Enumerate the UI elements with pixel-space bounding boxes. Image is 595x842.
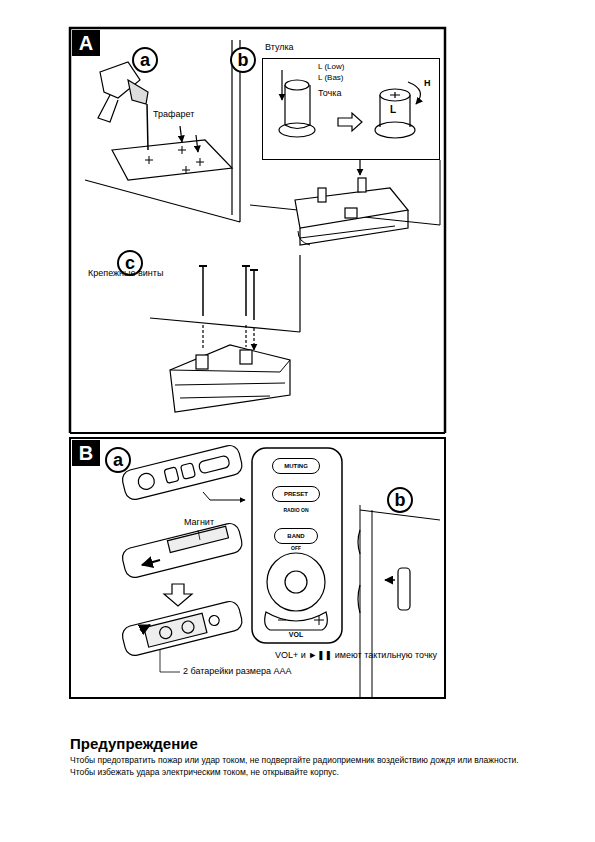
node-label: b <box>238 50 249 71</box>
drawing <box>70 28 445 698</box>
inset-heading: Втулка <box>265 42 294 52</box>
heading: Предупреждение <box>70 735 198 752</box>
part-label: Крепежные винты <box>88 268 168 278</box>
node-label: a <box>113 450 123 471</box>
button-label: OFF <box>286 546 306 552</box>
part-label: Магнит <box>184 517 244 527</box>
node-label: B <box>79 442 93 465</box>
warning-text: Чтобы предотвратить пожар или удар током… <box>70 756 590 766</box>
panel-letter: A <box>72 30 100 56</box>
step-circle: b <box>387 487 413 513</box>
part-label: L (Low) <box>318 62 378 71</box>
remote-button: PRESET <box>272 486 320 502</box>
node-label: a <box>140 50 150 71</box>
mark-label: L <box>390 104 402 116</box>
step-circle: a <box>132 47 158 73</box>
remote-button: MUTING <box>272 458 320 474</box>
part-label: L (Bas) <box>318 73 378 82</box>
step-circle: a <box>105 447 131 473</box>
node-label: BAND <box>287 533 304 540</box>
node-label: b <box>395 490 406 511</box>
node-label: A <box>79 32 93 55</box>
button-label: RADIO ON <box>276 508 316 514</box>
inset-box: Втулка <box>262 58 440 160</box>
remote-button: BAND <box>274 528 318 544</box>
warning-text: Чтобы избежать удара электрическим током… <box>70 768 590 778</box>
part-label: Трафарет <box>153 109 223 119</box>
node-label: MUTING <box>284 463 308 470</box>
node-label: PRESET <box>284 491 308 498</box>
panel-letter: B <box>72 440 100 466</box>
note: VOL+ и ►❚❚ имеют тактильную точку <box>275 650 445 660</box>
part-label: Точка <box>318 88 358 98</box>
mark-label: H <box>424 78 436 88</box>
part-label: 2 батарейки размера AAA <box>183 666 293 676</box>
step-circle: b <box>230 47 256 73</box>
button-label: VOL <box>283 631 309 639</box>
